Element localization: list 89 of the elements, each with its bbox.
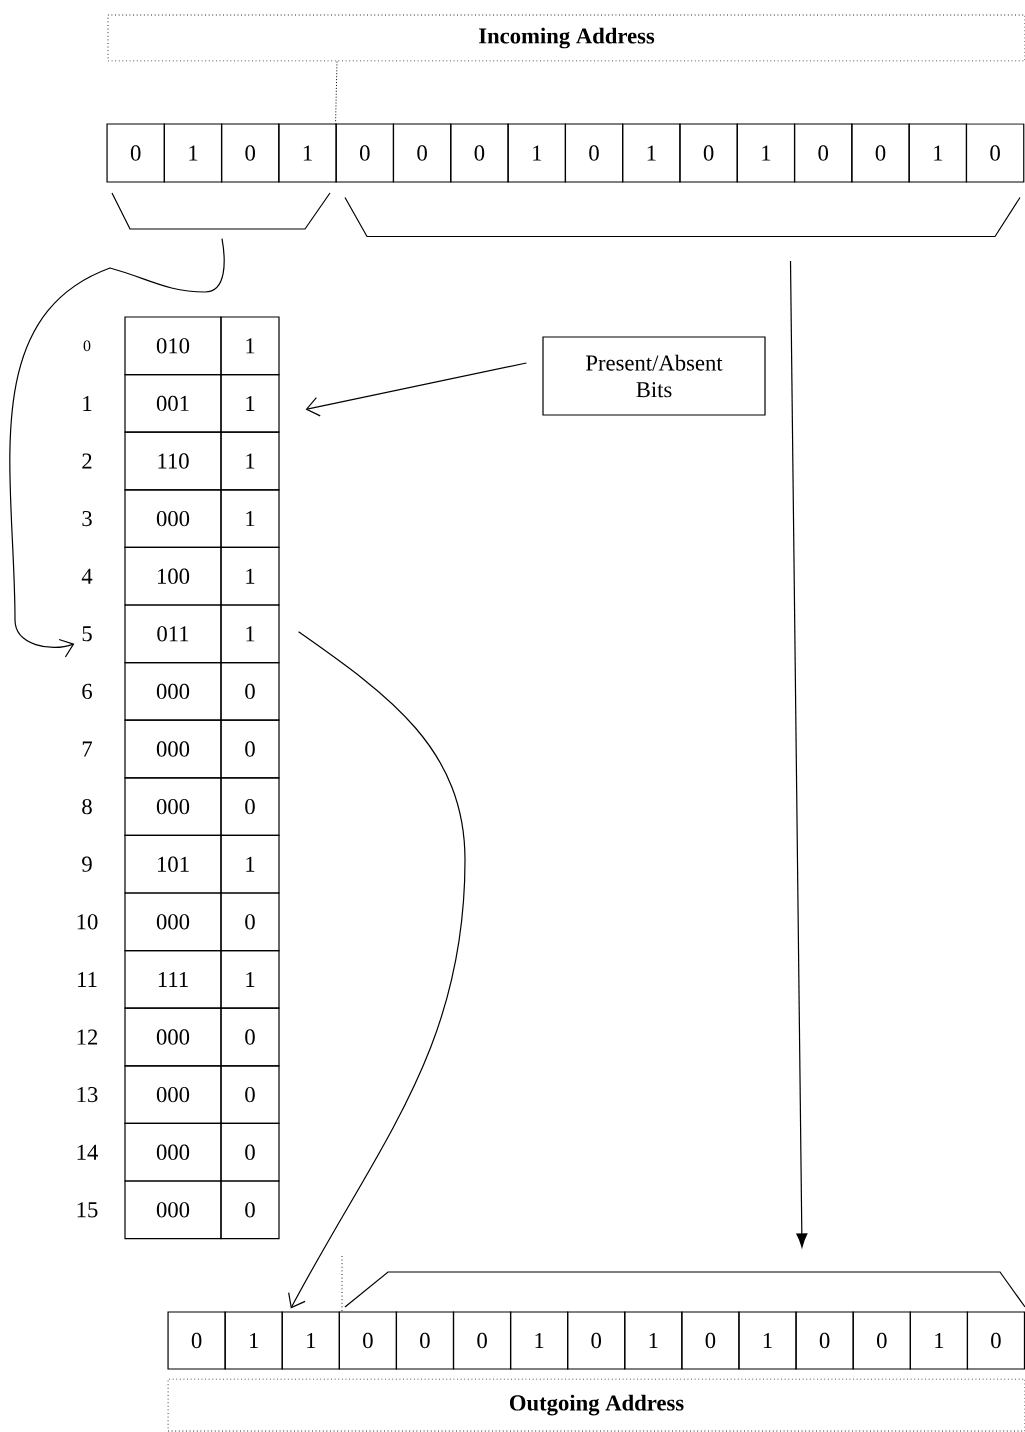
table-cell: 1 — [220, 374, 280, 433]
note-box: Present/Absent Bits — [542, 336, 766, 416]
row-index: 9 — [82, 856, 92, 872]
table-cell: 000 — [124, 719, 222, 779]
table-cell: 1 — [220, 604, 280, 664]
table-cell: 000 — [124, 892, 222, 952]
row-index: 12 — [77, 1029, 98, 1045]
table-cell: 1 — [220, 431, 280, 491]
bit-cell: 1 — [507, 123, 567, 183]
row-index: 11 — [78, 971, 97, 987]
table-cell: 0 — [220, 1122, 280, 1182]
row-index: 6 — [82, 683, 92, 700]
bit-cell: 0 — [965, 123, 1025, 183]
table-cell: 0 — [220, 719, 280, 779]
arrow — [789, 260, 808, 1248]
table-cell: 1 — [220, 834, 280, 894]
bit-cell: 1 — [909, 1311, 969, 1370]
bit-cell: 0 — [564, 123, 624, 183]
table-cell: 000 — [124, 1122, 222, 1182]
bit-cell: 1 — [738, 1311, 797, 1370]
bit-cell: 0 — [106, 123, 165, 183]
row-index: 14 — [77, 1144, 98, 1160]
table-cell: 100 — [124, 546, 222, 606]
bracket — [111, 192, 331, 230]
table-cell: 0 — [220, 1065, 280, 1124]
address-banner: Outgoing Address — [167, 1378, 1025, 1432]
table-cell: 0 — [220, 892, 280, 952]
table-cell: 0 — [220, 662, 280, 721]
row-index: 10 — [77, 914, 98, 930]
address-banner: Incoming Address — [107, 14, 1025, 62]
bit-cell: 1 — [278, 123, 337, 183]
bit-cell: 0 — [450, 123, 509, 183]
table-cell: 0 — [220, 1180, 280, 1240]
bit-cell: 1 — [622, 123, 681, 183]
table-cell: 111 — [124, 950, 222, 1009]
bit-cell: 0 — [392, 123, 452, 183]
curved-arrow — [9, 238, 225, 658]
table-cell: 101 — [124, 834, 222, 894]
bracket — [344, 1271, 1025, 1308]
table-cell: 000 — [124, 777, 222, 836]
bracket — [344, 196, 1021, 238]
table-cell: 1 — [220, 950, 280, 1009]
row-index: 4 — [81, 568, 93, 584]
row-index: 2 — [82, 453, 92, 469]
table-cell: 110 — [124, 431, 222, 491]
bit-cell: 0 — [681, 1311, 740, 1370]
table-cell: 1 — [220, 489, 280, 548]
bit-cell: 1 — [624, 1311, 683, 1370]
curved-arrow — [288, 631, 466, 1309]
row-index: 1 — [83, 395, 92, 411]
bit-cell: 0 — [793, 123, 853, 183]
row-index: 15 — [77, 1202, 98, 1218]
bit-cell: 1 — [224, 1311, 283, 1370]
table-cell: 000 — [124, 1180, 222, 1240]
bit-cell: 1 — [736, 123, 796, 183]
bit-cell: 1 — [163, 123, 223, 183]
table-cell: 1 — [220, 546, 280, 606]
bit-cell: 0 — [852, 1311, 911, 1370]
table-cell: 000 — [124, 662, 222, 721]
bit-cell: 0 — [567, 1311, 626, 1370]
arrow — [305, 362, 527, 417]
table-cell: 010 — [124, 316, 222, 376]
row-index: 0 — [83, 340, 91, 352]
table-cell: 000 — [124, 1007, 222, 1067]
bit-cell: 0 — [679, 123, 738, 183]
bit-cell: 1 — [509, 1311, 569, 1370]
row-index: 5 — [82, 626, 92, 642]
bit-cell: 0 — [452, 1311, 512, 1370]
table-cell: 000 — [124, 489, 222, 548]
bit-cell: 0 — [851, 123, 910, 183]
table-cell: 0 — [220, 1007, 280, 1067]
table-cell: 011 — [124, 604, 222, 664]
row-index: 7 — [82, 741, 92, 757]
bit-cell: 0 — [338, 1311, 398, 1370]
bit-cell: 0 — [795, 1311, 854, 1370]
row-index: 3 — [82, 511, 92, 527]
row-index: 13 — [77, 1087, 98, 1103]
bit-cell: 0 — [395, 1311, 455, 1370]
table-cell: 001 — [124, 374, 222, 433]
bit-cell: 0 — [966, 1311, 1025, 1370]
bit-cell: 0 — [220, 123, 280, 183]
table-cell: 1 — [220, 316, 280, 376]
table-cell: 0 — [220, 777, 280, 836]
bit-cell: 0 — [167, 1311, 226, 1370]
row-index: 8 — [82, 798, 92, 815]
bit-cell: 0 — [335, 123, 395, 183]
bit-cell: 1 — [908, 123, 968, 183]
bit-cell: 1 — [281, 1311, 340, 1370]
table-cell: 000 — [124, 1065, 222, 1124]
